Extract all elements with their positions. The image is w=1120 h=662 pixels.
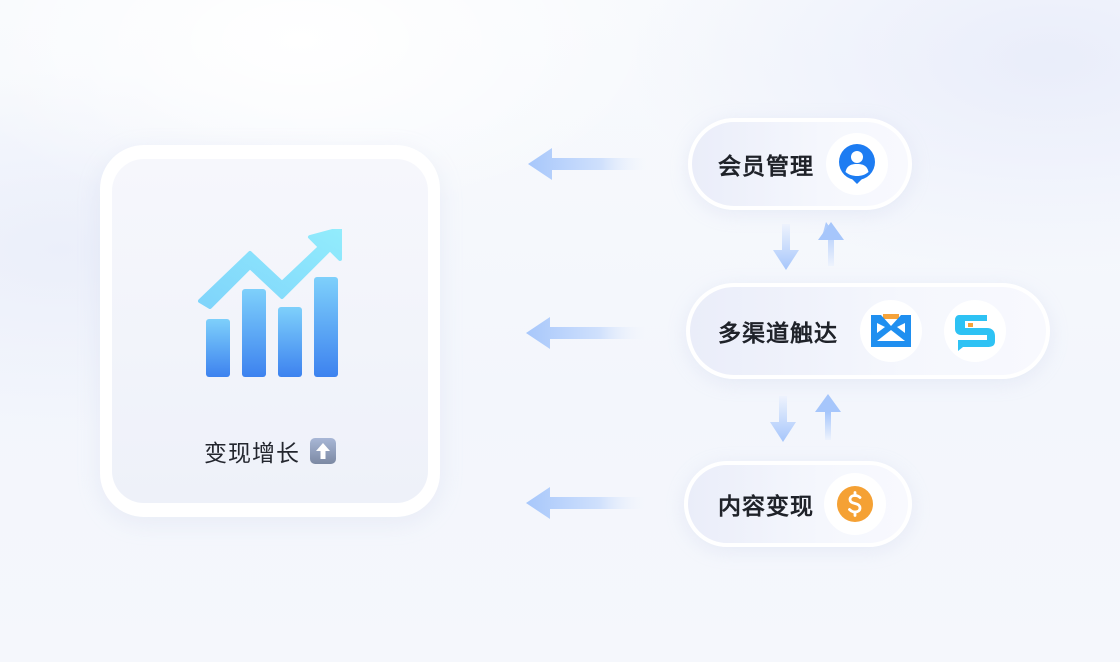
bidirectional-arrows-icon <box>773 222 844 270</box>
node-label: 会员管理 <box>718 153 814 179</box>
growth-card-inner: 变现增长 <box>112 159 428 503</box>
bidirectional-arrows-icon <box>770 394 841 442</box>
icon-holder <box>826 133 888 195</box>
growth-label: 变现增长 <box>204 440 300 466</box>
left-arrow-icon <box>526 487 648 519</box>
growth-card: 变现增长 <box>100 145 440 517</box>
node-member-management: 会员管理 <box>688 118 912 210</box>
growth-label-row: 变现增长 <box>112 434 428 468</box>
node-label: 多渠道触达 <box>718 320 838 346</box>
growth-bar-chart-icon <box>198 229 342 377</box>
left-arrow-icon <box>526 317 648 349</box>
dollar-coin-icon <box>837 486 873 522</box>
node-content-monetization: 内容变现 <box>684 461 912 547</box>
node-multichannel-reach: 多渠道触达 <box>686 283 1050 379</box>
up-arrow-button-icon <box>310 438 336 464</box>
icon-holder <box>944 300 1006 362</box>
email-envelope-icon <box>871 314 911 347</box>
member-user-icon <box>839 144 875 184</box>
left-arrow-icon <box>528 148 650 180</box>
icon-holder <box>824 473 886 535</box>
icon-holder <box>860 300 922 362</box>
sms-message-icon <box>955 315 995 351</box>
node-label: 内容变现 <box>718 493 814 519</box>
